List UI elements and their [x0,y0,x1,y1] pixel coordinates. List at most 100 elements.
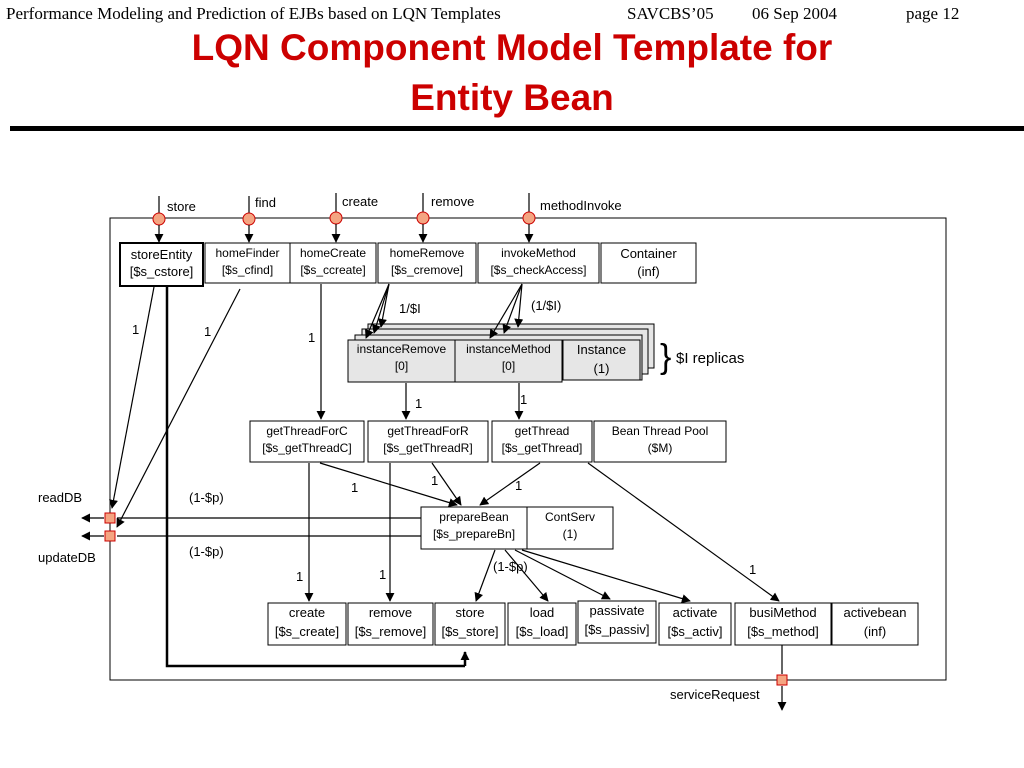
entry-label-create: create [342,194,378,209]
svg-text:[$s_cstore]: [$s_cstore] [130,264,194,279]
header-date: 06 Sep 2004 [752,4,837,23]
svg-text:instanceMethod: instanceMethod [466,342,551,356]
svg-text:[$s_activ]: [$s_activ] [668,624,723,639]
svg-text:[$s_checkAccess]: [$s_checkAccess] [490,263,586,277]
svg-text:Bean Thread Pool: Bean Thread Pool [612,424,709,438]
entry-label-methodinvoke: methodInvoke [540,198,622,213]
entry-create: create [$s_create] [267,602,347,646]
svg-text:[$s_cremove]: [$s_cremove] [391,263,463,277]
svg-text:[$s_cfind]: [$s_cfind] [222,263,273,277]
svg-text:remove: remove [369,605,412,620]
svg-text:homeFinder: homeFinder [215,246,279,260]
label-1-getthreadforr: 1 [431,473,438,488]
label-1-create: 1 [296,569,303,584]
svg-text:(inf): (inf) [637,264,659,279]
header-paper-title: Performance Modeling and Prediction of E… [6,4,501,23]
svg-text:[$s_remove]: [$s_remove] [355,624,427,639]
entry-invokemethod: invokeMethod [$s_checkAccess] [477,242,600,284]
entry-label-store: store [167,199,196,214]
label-1-storeentity: 1 [132,322,139,337]
entry-store: store [$s_store] [434,602,506,646]
readdb-label: readDB [38,490,82,505]
svg-text:store: store [456,605,485,620]
svg-text:getThreadForC: getThreadForC [266,424,348,438]
label-one-over-i: 1/$I [399,301,421,316]
svg-text:ContServ: ContServ [545,510,595,524]
svg-text:create: create [289,605,325,620]
task-instance: Instance (1) [562,339,641,381]
servicerequest-label: serviceRequest [670,687,760,702]
task-activebean: activebean (inf) [831,602,919,646]
entry-port-remove: remove [416,193,474,243]
entry-busimethod: busiMethod [$s_method] [734,602,832,646]
svg-text:[$s_create]: [$s_create] [275,624,339,639]
output-port-readdb: readDB [38,490,421,524]
svg-text:[$s_ccreate]: [$s_ccreate] [300,263,365,277]
call-arcs [109,283,780,668]
svg-text:passivate: passivate [590,603,645,618]
entry-label-find: find [255,195,276,210]
svg-text:prepareBean: prepareBean [439,510,508,524]
output-port-servicerequest: serviceRequest [670,645,788,711]
svg-text:[$s_passiv]: [$s_passiv] [584,622,649,637]
entry-port-methodinvoke: methodInvoke [522,193,622,243]
entry-port-find: find [242,195,276,243]
svg-text:(1): (1) [594,361,610,376]
arc-labels: 1 1 1 1/$I (1/$I) 1 1 1 1 1 (1-$p) (1-$p… [132,298,756,584]
header-venue: SAVCBS’05 [627,4,714,23]
entry-remove: remove [$s_remove] [347,602,434,646]
svg-text:Container: Container [620,246,677,261]
entry-port-store: store [152,196,196,243]
svg-text:[$s_getThread]: [$s_getThread] [502,441,583,455]
entry-activate: activate [$s_activ] [658,602,732,646]
label-1-instanceremove: 1 [415,396,422,411]
svg-text:(inf): (inf) [864,624,886,639]
task-container: Container (inf) [600,242,697,284]
svg-text:[$s_getThreadR]: [$s_getThreadR] [383,441,472,455]
slide-title-line-1: LQN Component Model Template for [191,27,833,68]
title-divider [10,126,1024,131]
label-1-instancemethod: 1 [520,392,527,407]
entry-load: load [$s_load] [507,602,577,646]
entry-homefinder: homeFinder [$s_cfind] [204,242,291,284]
svg-text:homeRemove: homeRemove [390,246,465,260]
replica-brace: } [660,338,671,376]
svg-text:getThread: getThread [515,424,570,438]
entry-getthreadforr: getThreadForR [$s_getThreadR] [367,420,489,463]
label-1-homecreate: 1 [308,330,315,345]
entry-homecreate: homeCreate [$s_ccreate] [289,242,377,284]
replicas-label: $I replicas [676,350,744,367]
output-port-updatedb: updateDB [38,530,421,565]
svg-text:[$s_getThreadC]: [$s_getThreadC] [262,441,351,455]
svg-text:getThreadForR: getThreadForR [387,424,469,438]
svg-text:invokeMethod: invokeMethod [501,246,576,260]
svg-text:[$s_prepareBn]: [$s_prepareBn] [433,527,515,541]
svg-text:load: load [530,605,555,620]
entry-getthread: getThread [$s_getThread] [491,420,593,463]
svg-text:[0]: [0] [395,359,408,373]
entry-port-create: create [329,193,378,243]
entry-preparebean: prepareBean [$s_prepareBn] [420,506,528,550]
svg-text:[$s_method]: [$s_method] [747,624,819,639]
label-1-homefinder: 1 [204,324,211,339]
task-bean-thread-pool: Bean Thread Pool ($M) [593,420,727,463]
label-one-minus-p-updatedb: (1-$p) [189,544,224,559]
svg-text:activate: activate [673,605,718,620]
entry-storeentity: storeEntity [$s_cstore] [119,242,204,287]
label-one-minus-p-readdb: (1-$p) [189,490,224,505]
entry-instanceremove: instanceRemove [0] [347,339,456,383]
entry-instancemethod: instanceMethod [0] [454,339,563,383]
svg-text:activebean: activebean [844,605,907,620]
label-1-getthreadforc: 1 [351,480,358,495]
entry-homeremove: homeRemove [$s_cremove] [377,242,477,284]
label-1-remove: 1 [379,567,386,582]
task-contserv: ContServ (1) [526,506,614,550]
label-one-over-i-paren: (1/$I) [531,298,561,313]
svg-text:[$s_store]: [$s_store] [441,624,498,639]
updatedb-label: updateDB [38,550,96,565]
svg-text:($M): ($M) [648,441,673,455]
entry-label-remove: remove [431,194,474,209]
svg-text:storeEntity: storeEntity [131,247,193,262]
svg-text:[0]: [0] [502,359,515,373]
